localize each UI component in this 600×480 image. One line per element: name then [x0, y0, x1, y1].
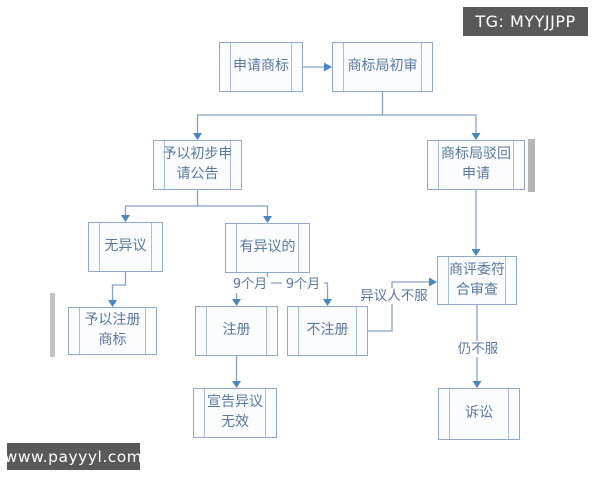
arrow-right-icon [429, 277, 437, 287]
arrow-down-icon [232, 299, 241, 306]
edge-initial-split [196, 92, 477, 133]
edge-label-objector-dissatisfied: 异议人不服 [356, 288, 432, 304]
edge-label-nine-months-right: 9个月 [282, 277, 324, 293]
arrow-right-icon [324, 62, 332, 72]
node-not-register: 不注册 [287, 306, 368, 356]
arrow-down-icon [232, 381, 241, 388]
scrollbar-artifact-right [528, 139, 535, 192]
node-no-objection: 无异议 [88, 222, 163, 272]
arrow-down-icon [193, 133, 202, 140]
node-with-objection: 有异议的 [225, 223, 310, 273]
website-watermark: www.payyyl.com [5, 443, 142, 470]
node-initial-review: 商标局初审 [332, 42, 433, 92]
edge-announce-split [124, 190, 269, 216]
node-preliminary-announcement: 予以初步申 请公告 [153, 140, 242, 190]
node-rejection: 商标局驳回 申请 [427, 140, 525, 190]
arrow-down-icon [471, 249, 481, 256]
edge-label-still-dissatisfied: 仍不服 [454, 341, 502, 357]
edge-noobj-to-grant [111, 272, 127, 300]
node-grant-registration: 予以注册 商标 [68, 307, 157, 355]
telegram-watermark: TG: MYYJJPP [463, 7, 588, 36]
node-register: 注册 [195, 306, 278, 356]
arrow-down-icon [323, 299, 332, 306]
node-declare-invalid: 宣告异议 无效 [193, 388, 277, 438]
arrow-down-icon [263, 216, 272, 223]
arrow-down-icon [121, 215, 130, 222]
node-review-board: 商评委符 合审查 [437, 256, 517, 305]
edge-notregister-to-board [368, 281, 429, 332]
arrow-down-icon [472, 381, 482, 388]
scrollbar-artifact-left [50, 293, 55, 357]
edge-label-nine-months-left: 9个月 [229, 277, 271, 293]
arrow-down-icon [108, 300, 117, 307]
node-litigation: 诉讼 [438, 388, 520, 440]
arrow-down-icon [471, 133, 481, 140]
node-apply-trademark: 申请商标 [219, 42, 303, 92]
